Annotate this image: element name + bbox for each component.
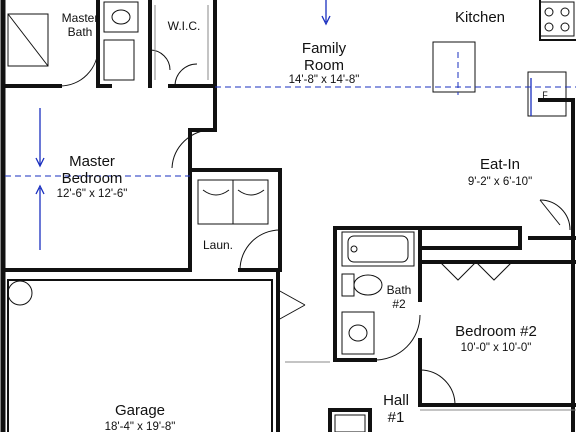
kitchen-island — [432, 41, 476, 93]
water-heater-icon — [7, 280, 33, 306]
eat-in-dims: 9'-2" x 6'-10" — [468, 176, 532, 188]
eat-in-label: Eat-In — [480, 156, 520, 173]
kitchen-label: Kitchen — [455, 9, 505, 26]
doors — [59, 47, 571, 406]
laundry-label: Laun. — [203, 238, 233, 252]
master-bedroom-dims: 12'-6" x 12'-6" — [57, 188, 128, 200]
room-labels: Master Bath W.I.C. Family Room 14'-8" x … — [57, 9, 549, 432]
family-room-dims: 14'-8" x 14'-8" — [289, 74, 360, 86]
garage-dims: 18'-4" x 19'-8" — [105, 421, 176, 432]
family-room-label-line2: Room — [304, 57, 344, 74]
master-bedroom-label-line2: Bedroom — [62, 170, 123, 187]
family-room-label-line1: Family — [302, 40, 347, 57]
toilet-icon — [341, 273, 355, 297]
fridge-label: F — [542, 90, 548, 100]
hall1-label-line2: #1 — [388, 409, 405, 426]
fixtures — [7, 1, 576, 432]
dimension-lines — [5, 0, 576, 250]
bedroom2-dims: 10'-0" x 10'-0" — [461, 342, 532, 354]
bathtub-icon — [341, 231, 415, 267]
master-bedroom-label-line1: Master — [69, 153, 115, 170]
hall1-label-line1: Hall — [383, 392, 409, 409]
bath2-label-line1: Bath — [387, 283, 412, 297]
wic-label: W.I.C. — [168, 19, 201, 33]
master-bath-label-line2: Bath — [68, 25, 93, 39]
bath2-sink-icon — [341, 311, 375, 355]
range-icon — [539, 1, 575, 37]
master-sink-icon — [103, 1, 139, 33]
garage-label: Garage — [115, 402, 165, 419]
bath2-label-line2: #2 — [392, 297, 406, 311]
bedroom2-label: Bedroom #2 — [455, 323, 537, 340]
master-bath-label-line1: Master — [62, 11, 99, 25]
